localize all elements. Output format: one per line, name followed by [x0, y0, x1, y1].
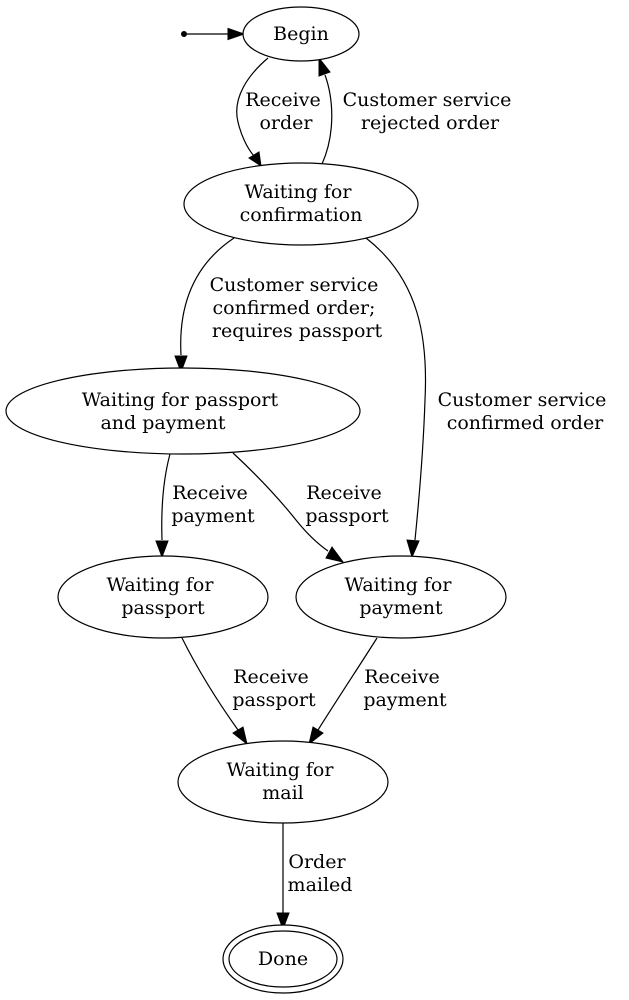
node-waiting-for-payment-label: Waiting for payment	[344, 574, 457, 619]
node-waiting-for-mail-label: Waiting for mail	[226, 759, 339, 804]
edge-label-confirmed-requires-passport: Customer service confirmed order; requir…	[210, 274, 385, 342]
edge-confirmation-to-begin-arrowhead	[318, 56, 331, 77]
node-waiting-for-passport-and-payment-label: Waiting for passport and payment	[82, 389, 284, 434]
edge-label-order-mailed: Order mailed	[288, 851, 353, 896]
node-waiting-for-passport-and-payment: Waiting for passport and payment	[5, 367, 361, 455]
edge-passport-payment-to-passport-arrowhead	[155, 540, 169, 559]
node-waiting-for-payment: Waiting for payment	[295, 555, 507, 639]
edge-confirmation-to-begin	[321, 74, 333, 165]
edge-label-receive-order: Receive order	[245, 89, 327, 134]
node-waiting-for-passport: Waiting for passport	[57, 555, 269, 639]
edge-payment-to-mail	[317, 637, 378, 731]
edge-label-pp-receive-passport: Receive passport	[305, 482, 389, 527]
edge-begin-to-confirmation-arrowhead	[248, 151, 262, 168]
edge-passport-payment-to-passport	[161, 453, 171, 541]
edge-confirmation-to-payment	[365, 237, 427, 541]
node-begin-label: Begin	[273, 23, 329, 45]
edge-label-pp-receive-payment: Receive payment	[171, 482, 255, 527]
edge-passport-to-mail	[181, 637, 239, 731]
node-begin: Begin	[242, 6, 360, 62]
node-waiting-for-confirmation-label: Waiting for confirmation	[240, 181, 363, 226]
node-waiting-for-mail: Waiting for mail	[177, 740, 389, 824]
node-done-label: Done	[258, 948, 308, 970]
edge-label-payment-receive-payment: Receive payment	[363, 666, 447, 711]
edge-payment-to-mail-arrowhead	[308, 726, 324, 746]
edge-confirmation-to-payment-arrowhead	[406, 539, 420, 559]
edge-passport-payment-to-payment	[232, 452, 329, 552]
edge-begin-to-confirmation	[236, 57, 269, 157]
edge-passport-payment-to-payment-arrowhead	[325, 546, 345, 563]
edge-label-confirmed-order: Customer service confirmed order	[438, 389, 613, 434]
edge-label-passport-receive-passport: Receive passport	[232, 666, 316, 711]
node-waiting-for-passport-label: Waiting for passport	[106, 574, 219, 619]
edge-label-rejected-order: Customer service rejected order	[343, 89, 518, 134]
node-waiting-for-confirmation: Waiting for confirmation	[183, 162, 419, 246]
initial-state-dot	[181, 31, 187, 37]
edge-confirmation-to-passport-payment-arrowhead	[174, 355, 188, 374]
edge-mail-to-done-arrowhead	[276, 912, 290, 931]
edge-confirmation-to-passport-payment	[180, 237, 235, 356]
node-done: Done	[222, 924, 344, 994]
edge-initial-to-begin-arrowhead	[227, 27, 246, 41]
edge-passport-to-mail-arrowhead	[232, 726, 248, 746]
